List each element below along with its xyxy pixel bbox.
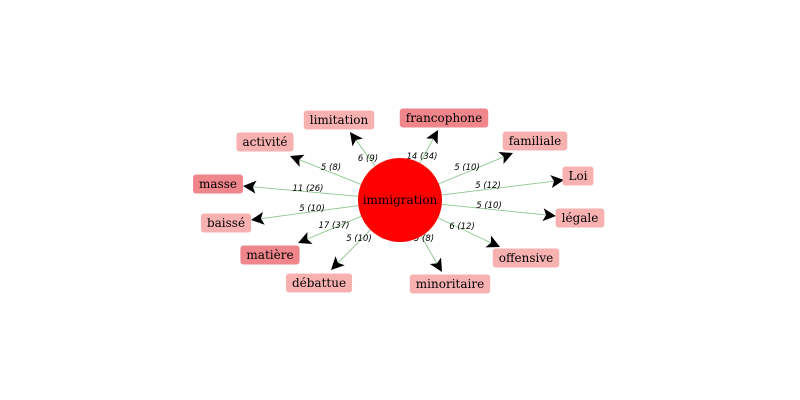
node-label-offensive: offensive bbox=[499, 251, 553, 265]
node-label-masse: masse bbox=[199, 177, 237, 191]
arrowhead-familiale bbox=[498, 151, 513, 164]
node-label-loi: Loi bbox=[568, 169, 587, 183]
arrowhead-masse bbox=[243, 180, 257, 194]
hub-label: immigration bbox=[363, 193, 438, 207]
node-matiere[interactable]: matière bbox=[240, 245, 300, 265]
node-box-matiere bbox=[240, 245, 300, 265]
node-box-debattue bbox=[285, 273, 353, 293]
node-label-baisse: baissé bbox=[207, 216, 245, 230]
edge-label-debattue: 5 (10) bbox=[346, 234, 372, 244]
node-box-legale bbox=[555, 208, 605, 228]
edge-legale bbox=[441, 203, 549, 216]
arrowhead-loi bbox=[550, 175, 564, 189]
node-francophone[interactable]: francophone bbox=[399, 108, 489, 128]
node-label-legale: légale bbox=[562, 211, 599, 225]
arrowhead-minoritaire bbox=[429, 257, 442, 272]
edge-labels-layer: 6 (9) 14 (34) 5 (10) 5 (12) 5 (10) 6 (12) 5 (8… bbox=[293, 152, 502, 244]
node-activite[interactable]: activité bbox=[236, 132, 294, 152]
node-box-familiale bbox=[502, 131, 568, 151]
hub-circle bbox=[358, 158, 442, 242]
node-familiale[interactable]: familiale bbox=[502, 131, 568, 151]
edge-label-activite: 5 (8) bbox=[321, 163, 341, 173]
node-minoritaire[interactable]: minoritaire bbox=[409, 274, 491, 294]
edge-label-offensive: 6 (12) bbox=[449, 222, 475, 232]
edge-label-familiale: 5 (10) bbox=[454, 163, 480, 173]
arrowhead-francophone bbox=[426, 130, 438, 145]
node-box-baisse bbox=[200, 213, 252, 233]
node-box-masse bbox=[193, 174, 243, 194]
node-debattue[interactable]: débattue bbox=[285, 273, 353, 293]
node-box-minoritaire bbox=[409, 274, 491, 294]
edge-label-legale: 5 (10) bbox=[476, 201, 502, 211]
node-box-offensive bbox=[492, 248, 560, 268]
node-limitation[interactable]: limitation bbox=[303, 110, 375, 130]
edge-label-masse: 11 (26) bbox=[293, 184, 324, 194]
node-baisse[interactable]: baissé bbox=[200, 213, 252, 233]
edge-masse bbox=[250, 186, 359, 197]
edge-offensive bbox=[437, 217, 493, 245]
node-offensive[interactable]: offensive bbox=[492, 248, 560, 268]
edge-label-francophone: 14 (34) bbox=[407, 152, 438, 162]
node-masse[interactable]: masse bbox=[193, 174, 243, 194]
node-legale[interactable]: légale bbox=[555, 208, 605, 228]
edge-label-matiere: 17 (37) bbox=[319, 221, 350, 231]
node-box-loi bbox=[562, 166, 594, 186]
edge-francophone bbox=[419, 136, 435, 164]
edge-minoritaire bbox=[420, 236, 439, 266]
edge-label-minoritaire: 5 (8) bbox=[414, 234, 434, 244]
arrowhead-offensive bbox=[485, 235, 500, 248]
edge-loi bbox=[441, 180, 557, 196]
node-label-francophone: francophone bbox=[406, 111, 482, 125]
arrowhead-baisse bbox=[251, 211, 265, 225]
node-label-familiale: familiale bbox=[509, 134, 562, 148]
arrowhead-legale bbox=[542, 208, 556, 222]
node-label-activite: activité bbox=[242, 135, 287, 149]
edge-activite bbox=[297, 158, 362, 185]
node-label-debattue: débattue bbox=[292, 276, 346, 290]
edges-layer bbox=[243, 130, 564, 272]
arrowhead-activite bbox=[290, 154, 305, 167]
edge-debattue bbox=[336, 229, 371, 265]
edge-baisse bbox=[258, 205, 359, 220]
arrowhead-debattue bbox=[331, 256, 345, 270]
node-box-limitation bbox=[303, 110, 375, 130]
arrowhead-matiere bbox=[298, 231, 313, 244]
edge-label-loi: 5 (12) bbox=[475, 181, 501, 191]
edge-limitation bbox=[354, 138, 376, 167]
edge-label-baisse: 5 (10) bbox=[299, 204, 325, 214]
hub-node[interactable]: immigration bbox=[358, 158, 442, 242]
arrowhead-limitation bbox=[350, 132, 363, 147]
node-box-francophone bbox=[399, 108, 489, 128]
node-loi[interactable]: Loi bbox=[562, 166, 594, 186]
edge-familiale bbox=[438, 155, 506, 185]
node-label-matiere: matière bbox=[246, 248, 293, 262]
node-box-activite bbox=[236, 132, 294, 152]
node-label-limitation: limitation bbox=[310, 113, 369, 127]
edge-matiere bbox=[305, 215, 362, 241]
node-label-minoritaire: minoritaire bbox=[416, 277, 484, 291]
edge-label-limitation: 6 (9) bbox=[358, 154, 378, 164]
